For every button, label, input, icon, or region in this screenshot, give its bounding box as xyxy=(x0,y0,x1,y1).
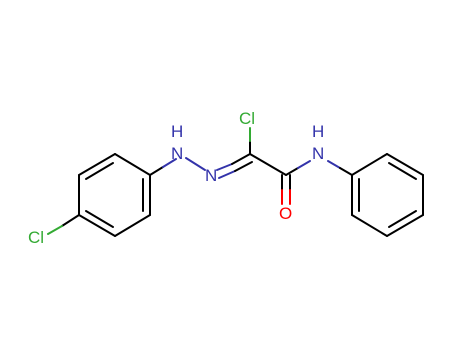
bond xyxy=(351,214,388,237)
bond xyxy=(216,163,233,171)
chlorophenyl-ring xyxy=(78,153,151,237)
bond xyxy=(85,162,114,180)
imine-nitrogen: N xyxy=(205,166,217,185)
bond xyxy=(149,166,164,176)
bond xyxy=(162,158,177,168)
carbonyl-oxygen: O xyxy=(279,204,292,223)
bond xyxy=(351,153,388,176)
bond xyxy=(285,167,299,176)
bond xyxy=(185,157,206,171)
bond xyxy=(61,214,80,227)
hydrazone-hydrogen: H xyxy=(171,122,183,141)
phenyl-ring xyxy=(351,153,424,237)
bond xyxy=(388,162,417,180)
bond xyxy=(114,153,151,176)
hydrazone-nitrogen: N xyxy=(171,144,183,163)
bond xyxy=(218,170,236,179)
chlorine-atom-top: Cl xyxy=(239,109,255,128)
bond xyxy=(47,225,63,235)
amide-hydrogen: H xyxy=(312,122,324,141)
bond xyxy=(78,153,116,176)
bond xyxy=(234,161,253,172)
bond xyxy=(85,210,114,228)
bond xyxy=(388,210,417,228)
bond xyxy=(114,214,151,237)
bond xyxy=(386,214,424,237)
bond xyxy=(231,153,251,165)
bond xyxy=(297,160,311,169)
bond xyxy=(249,153,287,176)
bond xyxy=(339,167,353,176)
chlorine-atom-left: Cl xyxy=(28,228,44,247)
bond xyxy=(327,160,341,169)
amide-nitrogen: N xyxy=(312,144,324,163)
bond xyxy=(386,153,424,176)
bond xyxy=(78,214,116,237)
